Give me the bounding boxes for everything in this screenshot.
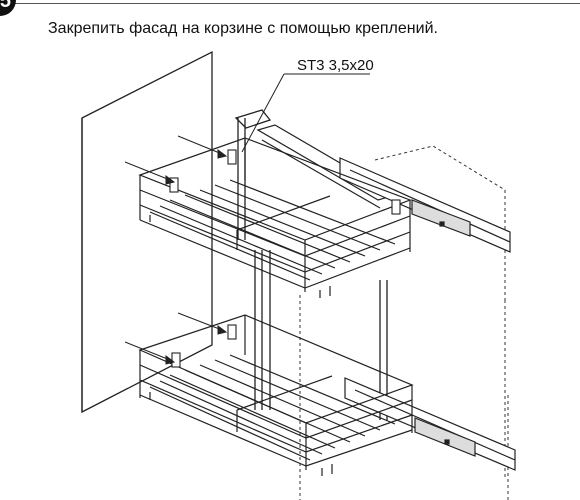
callout-leader — [241, 73, 370, 153]
top-runner-rail — [339, 157, 511, 253]
facade-panel — [81, 50, 213, 414]
screw-arrows — [124, 135, 228, 365]
screw-spec-label: ST3 3,5x20 — [297, 57, 374, 74]
top-divider — [0, 3, 580, 4]
lower-basket — [138, 314, 414, 476]
step-number: 5 — [0, 0, 11, 12]
bottom-runner-rail — [344, 377, 516, 471]
instruction-text: Закрепить фасад на корзине с помощью кре… — [48, 20, 438, 37]
upper-mount-brackets — [169, 149, 401, 215]
upper-basket — [138, 137, 412, 298]
rear-bracket — [256, 124, 397, 209]
